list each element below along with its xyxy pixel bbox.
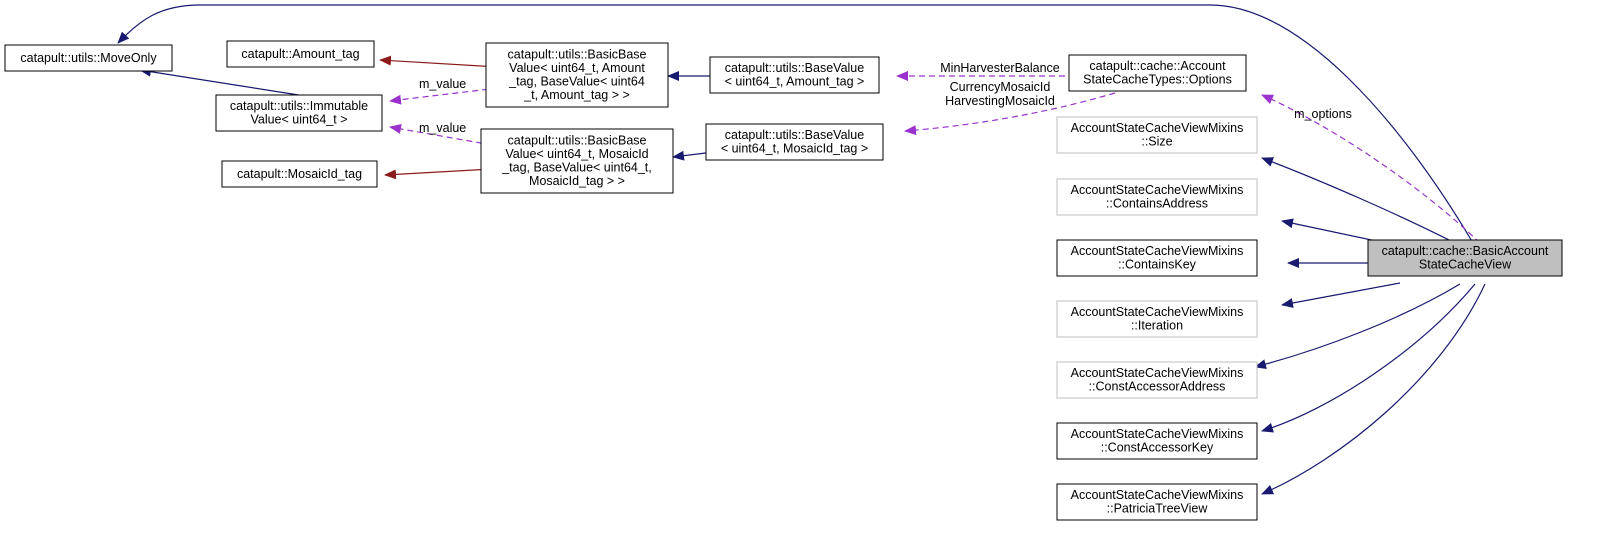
edge-basic-base-amount-to-immutable (389, 87, 499, 105)
node-box (1056, 361, 1258, 399)
label-min-harvester-balance: MinHarvesterBalance (940, 61, 1060, 75)
node-label-line: AccountStateCacheViewMixins (1071, 427, 1244, 441)
label-harvesting-mosaic-id: HarvestingMosaicId (945, 94, 1055, 108)
node-box (480, 128, 674, 194)
node-label-line: ::PatriciaTreeView (1107, 502, 1209, 516)
node-label-line: Value< uint64_t > (250, 113, 347, 127)
node-label-line: catapult::cache::Account (1089, 59, 1226, 73)
node-label-line: catapult::cache::BasicAccount (1382, 244, 1549, 258)
node-label-line: catapult::utils::MoveOnly (20, 51, 157, 65)
node-move-only[interactable]: catapult::utils::MoveOnly (4, 44, 173, 72)
node-label-line: AccountStateCacheViewMixins (1071, 244, 1244, 258)
node-box (705, 123, 884, 161)
node-base-value-amount[interactable]: catapult::utils::BaseValue< uint64_t, Am… (709, 56, 880, 94)
edge-basic-base-mosaic-to-immutable (389, 123, 493, 146)
node-label-line: AccountStateCacheViewMixins (1071, 121, 1244, 135)
node-label-line: catapult::utils::BaseValue (725, 128, 864, 142)
node-label-line: MosaicId_tag > > (529, 174, 625, 188)
nodes: catapult::utils::MoveOnly catapult::Amou… (4, 40, 1563, 521)
node-label-line: catapult::Amount_tag (241, 47, 359, 61)
node-mixin-contains-address[interactable]: AccountStateCacheViewMixins::ContainsAdd… (1056, 178, 1258, 216)
node-label-line: _tag, BaseValue< uint64 (508, 75, 645, 89)
edge-immutable-to-move-only (139, 66, 306, 97)
node-box (485, 42, 669, 108)
node-label-line: AccountStateCacheViewMixins (1071, 366, 1244, 380)
edge-view-to-mixin-const-accessor-key (1261, 283, 1476, 433)
node-mixin-contains-key[interactable]: AccountStateCacheViewMixins::ContainsKey (1056, 239, 1258, 277)
edge-view-to-mixin-patricia-tree-view (1261, 283, 1486, 495)
edge-view-to-mixin-const-accessor-address (1254, 283, 1461, 370)
node-mixin-size[interactable]: AccountStateCacheViewMixins::Size (1056, 116, 1258, 154)
node-label-line: Value< uint64_t, MosaicId (505, 147, 648, 161)
edge-view-to-mixin-size (1261, 157, 1456, 244)
node-label-line: ::ConstAccessorKey (1101, 441, 1214, 455)
edge-labels: m_value m_value MinHarvesterBalance Curr… (419, 61, 1352, 135)
node-mosaic-id-tag[interactable]: catapult::MosaicId_tag (221, 160, 378, 188)
node-label-line: < uint64_t, MosaicId_tag > (721, 142, 868, 156)
edge-options-to-base-value-mosaic (904, 92, 1116, 136)
node-label-line: catapult::MosaicId_tag (237, 167, 362, 181)
label-m-value-mosaic: m_value (419, 121, 466, 135)
edge-view-to-move-only (117, 4, 1474, 244)
node-label-line: catapult::utils::BasicBase (508, 48, 647, 62)
node-options[interactable]: catapult::cache::AccountStateCacheTypes:… (1068, 54, 1247, 92)
node-label-line: AccountStateCacheViewMixins (1071, 183, 1244, 197)
edge-basic-base-mosaic-to-mosaic-tag (384, 168, 493, 180)
label-m-options: m_options (1294, 107, 1352, 121)
edge-view-to-mixin-iteration (1281, 282, 1401, 308)
node-amount-tag[interactable]: catapult::Amount_tag (226, 40, 375, 68)
node-label-line: ::Iteration (1131, 319, 1183, 333)
node-label-line: ::ContainsKey (1118, 258, 1197, 272)
node-box (215, 94, 383, 132)
label-currency-mosaic-id: CurrencyMosaicId (950, 80, 1051, 94)
node-label-line: StateCacheTypes::Options (1083, 73, 1232, 87)
node-label-line: < uint64_t, Amount_tag > (725, 75, 865, 89)
node-label-line: _t, Amount_tag > > (523, 88, 630, 102)
node-mixin-iteration[interactable]: AccountStateCacheViewMixins::Iteration (1056, 300, 1258, 338)
edge-basic-base-amount-to-amount-tag (379, 55, 499, 68)
node-box (1056, 178, 1258, 216)
node-box (1056, 483, 1258, 521)
node-mixin-patricia-tree-view[interactable]: AccountStateCacheViewMixins::PatriciaTre… (1056, 483, 1258, 521)
node-box (1056, 116, 1258, 154)
node-base-value-mosaic[interactable]: catapult::utils::BaseValue< uint64_t, Mo… (705, 123, 884, 161)
node-label-line: _tag, BaseValue< uint64_t, (501, 161, 652, 175)
node-label-line: AccountStateCacheViewMixins (1071, 488, 1244, 502)
node-label-line: ::Size (1141, 135, 1172, 149)
node-basic-account-state-cache-view[interactable]: catapult::cache::BasicAccountStateCacheV… (1367, 239, 1563, 277)
node-label-line: catapult::utils::BaseValue (725, 61, 864, 75)
node-label-line: StateCacheView (1419, 258, 1512, 272)
node-box (1056, 239, 1258, 277)
node-label-line: Value< uint64_t, Amount (509, 61, 645, 75)
node-mixin-const-accessor-address[interactable]: AccountStateCacheViewMixins::ConstAccess… (1056, 361, 1258, 399)
label-m-value-amount: m_value (419, 77, 466, 91)
node-box (1068, 54, 1247, 92)
node-box (709, 56, 880, 94)
node-label-line: ::ConstAccessorAddress (1089, 380, 1226, 394)
node-box (1056, 422, 1258, 460)
node-box (1056, 300, 1258, 338)
node-box (4, 44, 173, 72)
node-mixin-const-accessor-key[interactable]: AccountStateCacheViewMixins::ConstAccess… (1056, 422, 1258, 460)
node-box (226, 40, 375, 68)
edge-view-to-options (1261, 94, 1481, 244)
node-label-line: AccountStateCacheViewMixins (1071, 305, 1244, 319)
node-label-line: ::ContainsAddress (1106, 197, 1208, 211)
node-label-line: catapult::utils::Immutable (230, 99, 368, 113)
node-label-line: catapult::utils::BasicBase (508, 134, 647, 148)
node-box (221, 160, 378, 188)
node-box (1367, 239, 1563, 277)
